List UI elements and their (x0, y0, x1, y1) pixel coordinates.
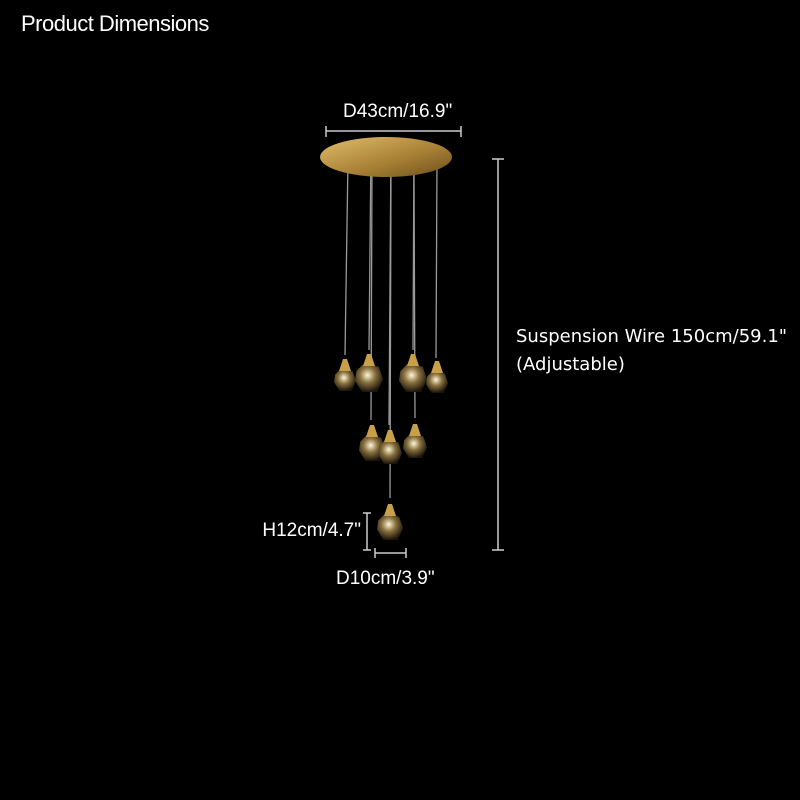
pendant-diameter-label: D10cm/3.9" (336, 568, 435, 589)
suspension-wire-label: Suspension Wire 150cm/59.1" (516, 326, 788, 347)
crystal-pendant (403, 424, 427, 458)
suspension-note-label: (Adjustable) (516, 354, 625, 375)
crystal-pendant (378, 430, 402, 464)
canopy-dimension-line (325, 126, 462, 137)
crystal-pendants (334, 354, 448, 540)
crystal-pendant (355, 354, 383, 392)
crystal-pendant (426, 361, 448, 393)
page-title: Product Dimensions (21, 11, 209, 36)
crystal-pendant (377, 504, 403, 540)
crystal-pendant (334, 359, 356, 391)
pendant-height-line (363, 512, 371, 551)
crystal-pendant (399, 354, 427, 392)
suspension-dimension-line (492, 158, 504, 551)
pendant-diameter-line (374, 548, 407, 558)
brass-canopy (320, 137, 452, 177)
canopy-diameter-label: D43cm/16.9" (343, 101, 453, 122)
pendant-height-label: H12cm/4.7" (262, 520, 361, 541)
suspension-wires (344, 141, 438, 499)
